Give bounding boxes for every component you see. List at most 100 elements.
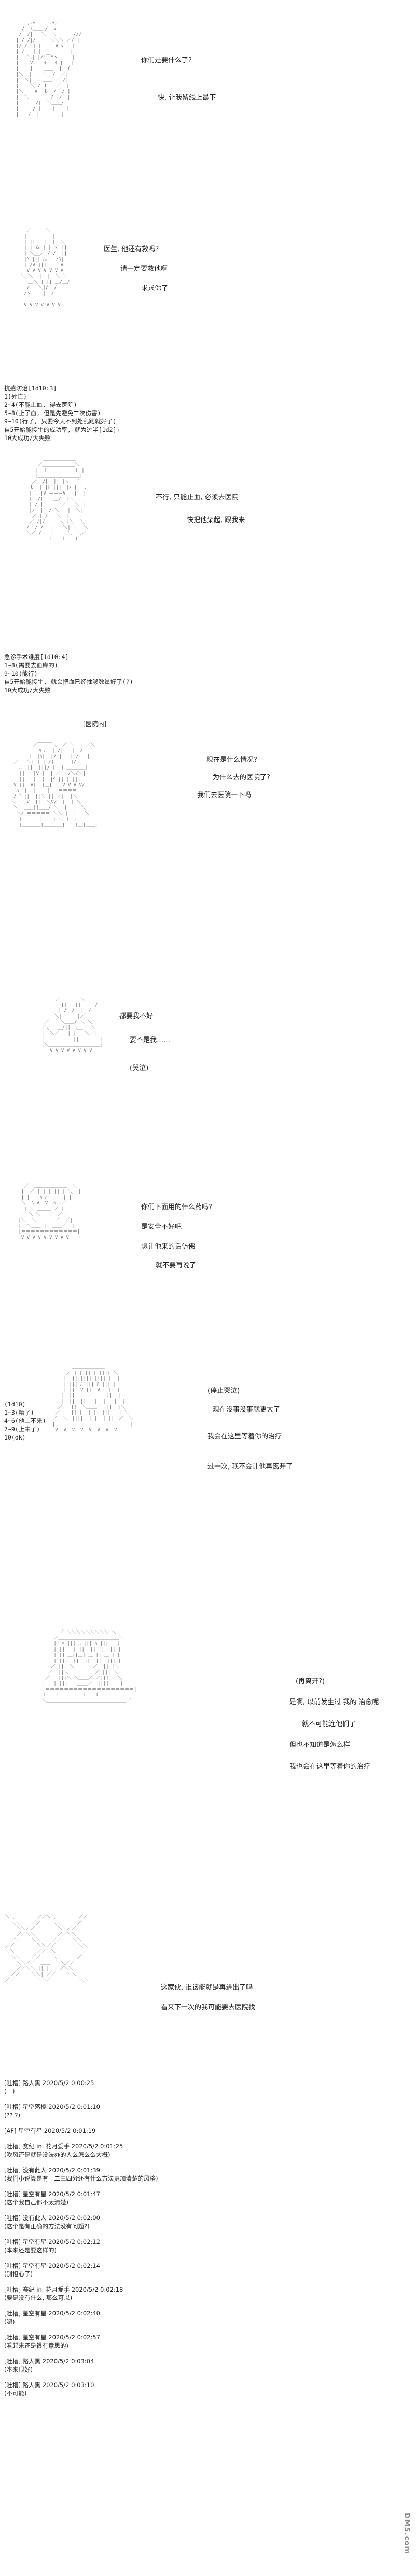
note-line: 自5开始能接生, 就会把血已经抽够数量好了(?)	[4, 678, 133, 686]
ascii-art-figure: ／￣￣￣＼ | ＿＿＿ | | || || | ＼ | | 厶 | | ヾ ||…	[21, 228, 70, 308]
speech-bubble: 现在是什么情况?	[206, 737, 257, 784]
comment: [吐槽] 星空有星 2020/5/2 0:02:40 (嗯)	[4, 2309, 398, 2326]
panel-8: ＿＿＿＿＿＿＿＿＿ ／ ＼＼＼＼＼＼＼＼＼ ＼ ／＿＿＿＿＿＿＿＿＿＿＿＿＿＼ …	[0, 1619, 416, 1910]
bubble-line: 就不可能连他们了	[302, 1720, 356, 1728]
comment-body: (我们小说算是有一二三四分还有什么方法更加清楚的风格)	[4, 2175, 158, 2182]
note-line: 9~10(能行)	[4, 670, 38, 677]
speech-bubble: 你们是要什么了?	[141, 37, 192, 84]
bubble-line: 这家伙, 谁该能就是再进出了吗	[161, 1984, 253, 1992]
comment-list: [吐槽] 路人黑 2020/5/2 0:00:25 (一) [吐槽] 星空落樱 …	[4, 2079, 398, 2405]
speech-bubble: 要不是我…… (哭泣)	[130, 1017, 170, 1092]
panel-1: ,.ﾍ .ﾍ, / ∧＿＿ / ∨ / /| | ＼ ＼ /// | / /|/…	[0, 0, 416, 218]
note-line: 1~8(需要去血库的)	[4, 662, 58, 669]
bubble-line: 求求你了	[141, 285, 169, 293]
watermark-logo: DM5.com	[403, 2513, 411, 2555]
dice-note: 急诊手术难度[1d10:4] 1~8(需要去血库的) 9~10(能行) 自5开始…	[4, 653, 160, 694]
bubble-line: 都要我不好	[119, 1012, 154, 1020]
speech-bubble: 你们下面用的什么药吗?	[141, 1184, 212, 1231]
dice-note: (1d10) 1~3(糟了) 4~6(他上不来) 7~9(上来了) 10(ok)	[4, 1400, 46, 1442]
comment: [吐槽] 路人黑 2020/5/2 0:03:10 (不可能)	[4, 2381, 398, 2397]
comment-body: (看起来还是很有意思的)	[4, 2342, 68, 2349]
ascii-art-figure: ,.ﾍ .ﾍ, / ∧＿＿ / ∨ / /| | ＼ ＼ /// | / /|/…	[16, 21, 82, 117]
bubble-line: 我会在这里等着你的治疗	[207, 1433, 282, 1441]
comment: [AF] 星空有星 2020/5/2 0:01:19	[4, 2127, 398, 2135]
comment-header: [吐槽] 路人黑 2020/5/2 0:03:04	[4, 2358, 94, 2365]
note-line: 2~4(不能止血, 得去医院)	[4, 401, 77, 408]
speech-bubble: 都要我不好	[119, 993, 153, 1040]
note-line: 7~9(上来了)	[4, 1426, 40, 1433]
note-line: 9~10(行了, 只要今天不到处乱跑就好了)	[4, 418, 117, 425]
ascii-art-figure: ＼＼ ／／＼＼ ／／ ＼＼ ／／ ＼＼ ／／ ＼＼／／ ＼＼／／ ／／＼＼ ／／…	[5, 1915, 89, 1983]
bubble-line: 请一定要救他啊	[120, 265, 168, 273]
speech-bubble: 快, 让我留线上最下	[158, 75, 216, 121]
bubble-line: 看来下一次的我可能要去医院找	[161, 2004, 256, 2011]
comment: [吐槽] 赛纪 in. 花月爱手 2020/5/2 0:02:18 (要是没有什…	[4, 2285, 398, 2302]
panel-3: ＿＿＿＿＿＿＿ ／＿＿＿＿＿＿＿＼ | ＋ ＋ ＋ ＋ | |＿＿＿＿＿＿＿＿＿…	[0, 446, 416, 654]
speech-bubble: 我也会在这里等着你的治疗	[289, 1744, 370, 1790]
comment-header: [吐槽] 路人黑 2020/5/2 0:03:10	[4, 2381, 94, 2389]
comment-header: [吐槽] 路人黑 2020/5/2 0:00:25	[4, 2079, 94, 2087]
comment-header: [AF] 星空有星 2020/5/2 0:01:19	[4, 2127, 96, 2134]
bubble-line: 想让他来的话仿佛	[141, 1243, 196, 1251]
comment-body: (要是没有什么, 那么可以)	[4, 2294, 73, 2301]
comment-header: [吐槽] 星空有星 2020/5/2 0:02:14	[4, 2262, 100, 2269]
comment-header: [吐槽] 赛纪 in. 花月爱手 2020/5/2 0:02:18	[4, 2286, 123, 2293]
panel-2: ／￣￣￣＼ | ＿＿＿ | | || || | ＼ | | 厶 | | ヾ ||…	[0, 218, 416, 384]
bubble-line: 但也不知道是怎么样	[289, 1741, 351, 1749]
bubble-line: 医生, 他还有救吗?	[104, 245, 159, 253]
speech-bubble: 医生, 他还有救吗?	[104, 226, 159, 273]
panel-4: ＿＿ ／￣￣￣＼ ／ ＼ ／＼ | ﾊ ﾊ | /| | / | ＿＿ | |ﾊ…	[0, 732, 416, 981]
note-line: 10大成功/大失败	[4, 687, 51, 694]
dice-note: 抗感防治[1d10:3] 1(死亡) 2~4(不能止血, 得去医院) 5~8(止…	[4, 384, 160, 442]
comment-body: (别担心了)	[4, 2270, 33, 2278]
comment-body: (嗯)	[4, 2318, 15, 2325]
ascii-art-figure: ＿＿＿＿＿＿＿ ／＿＿＿＿＿＿＿＼ | ＋ ＋ ＋ ＋ | |＿＿＿＿＿＿＿＿＿…	[26, 457, 88, 542]
speech-bubble: 是安全不好吧	[141, 1204, 182, 1251]
comment: [吐槽] 星空有星 2020/5/2 0:02:57 (看起来还是很有意思的)	[4, 2333, 398, 2350]
ascii-art-figure: ＿＿＿＿＿＿＿＿＿ ／ ＼＼＼＼＼＼＼＼＼ ＼ ／＿＿＿＿＿＿＿＿＿＿＿＿＿＼ …	[42, 1624, 137, 1704]
note-line: 1(死亡)	[4, 393, 27, 400]
note-line: 4~6(他上不来)	[4, 1417, 46, 1424]
speech-bubble: 过一次, 我不会让他再离开了	[207, 1444, 293, 1490]
note-line: 10大成功/大失败	[4, 434, 51, 442]
speech-bubble: 不行, 只能止血, 必须去医院	[156, 474, 239, 521]
comment: [吐槽] 路人黑 2020/5/2 0:00:25 (一)	[4, 2079, 398, 2095]
ascii-art-figure: ＿＿＿＿ ／ ＿＿＿ ＼ | ||| ||| | / | | ﾉ ﾉ | |/ …	[41, 991, 103, 1053]
panel-9: ＼＼ ／／＼＼ ／／ ＼＼ ／／ ＼＼ ／／ ＼＼／／ ＼＼／／ ／／＼＼ ／／…	[0, 1910, 416, 2065]
speech-bubble: 想让他来的话仿佛	[141, 1224, 195, 1270]
speech-bubble: 但也不知道是怎么样	[289, 1722, 350, 1769]
speech-bubble: (再离开?)	[296, 1659, 325, 1705]
bubble-line: 过一次, 我不会让他再离开了	[207, 1463, 293, 1471]
comment: [吐槽] 星空有星 2020/5/2 0:02:12 (本来还是要这样的)	[4, 2238, 398, 2254]
bubble-line: 要不是我……	[130, 1036, 171, 1044]
comment: [吐槽] 没有此人 2020/5/2 0:01:39 (我们小说算是有一二三四分…	[4, 2166, 398, 2183]
panel-5: ＿＿＿＿ ／ ＿＿＿ ＼ | ||| ||| | / | | ﾉ ﾉ | |/ …	[0, 986, 416, 1173]
comment: [吐槽] 星空有星 2020/5/2 0:02:14 (别担心了)	[4, 2262, 398, 2278]
speech-bubble: 为什么去的医院了?	[213, 755, 270, 801]
bubble-line: 现在没事没事就更大了	[213, 1406, 281, 1414]
bubble-line: (再离开?)	[296, 1678, 325, 1686]
comment-body: (本来很好)	[4, 2366, 33, 2373]
panel-7: (1d10) 1~3(糟了) 4~6(他上不来) 7~9(上来了) 10(ok)…	[0, 1360, 416, 1588]
bubble-line: 你们下面用的什么药吗?	[141, 1203, 212, 1211]
note-line: 自5开始能接生的成功率, 就为过半[1d2]+	[4, 426, 120, 433]
note-line: 10(ok)	[4, 1434, 26, 1441]
bubble-line: 是啊, 以前发生过 我的 治愈呢	[289, 1698, 379, 1706]
speech-bubble: 求求你了	[141, 266, 168, 312]
comment-header: [吐槽] 星空有星 2020/5/2 0:02:57	[4, 2334, 100, 2341]
bubble-line: (停止哭泣)	[207, 1387, 240, 1395]
comment-header: [吐槽] 赛纪 in. 花月爱手 2020/5/2 0:01:25	[4, 2143, 123, 2150]
bubble-line: (哭泣)	[130, 1064, 149, 1072]
bubble-line: 你们是要什么了?	[141, 57, 192, 64]
comment-header: [吐槽] 星空有星 2020/5/2 0:01:47	[4, 2190, 100, 2198]
bubble-line: 快, 让我留线上最下	[158, 94, 216, 102]
comment-body: (这个我自己都不太清楚)	[4, 2199, 68, 2206]
speech-bubble: 请一定要救他啊	[120, 246, 168, 293]
comment-header: [吐槽] 星空落樱 2020/5/2 0:01:10	[4, 2103, 100, 2111]
comment-body: (吹风还是就是没法办的人么怎么么大概)	[4, 2151, 110, 2158]
ascii-art-figure: ＿＿＿＿＿＿＿ ／ ||||||||||||| ＼ | ||||||||||||…	[52, 1365, 134, 1433]
note-line: 5~8(止了血, 但是先避免二次伤害)	[4, 409, 101, 417]
note-line: 1~3(糟了)	[4, 1409, 34, 1416]
panel-6: ＿＿＿＿＿＿＿＿＿ ／ ＿＿＿＿＿＿＿ ＼ | ／ ||||| |||| ＼ |…	[0, 1173, 416, 1360]
comment: [吐槽] 没有此人 2020/5/2 0:02:00 (这个是有正确的方法没有问…	[4, 2214, 398, 2230]
